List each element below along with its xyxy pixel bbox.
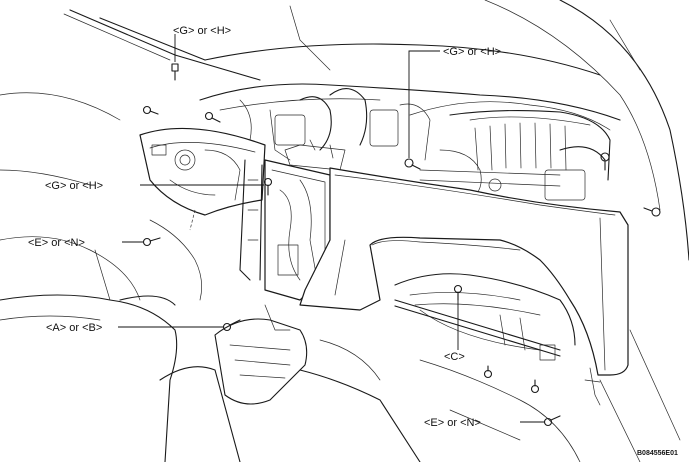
callout-en-bottom: <E> or <N> — [424, 417, 481, 429]
bolt-lower-center-1 — [483, 365, 493, 379]
bolt-upper-left-2 — [204, 111, 221, 123]
callout-gh-top-right: <G> or <H> — [443, 46, 501, 58]
bolt-middle — [263, 177, 273, 196]
callout-c: <C> — [444, 351, 465, 363]
clip-top-left — [171, 63, 179, 81]
callout-gh-top-left: <G> or <H> — [173, 25, 231, 37]
clip-right — [600, 152, 610, 171]
body-outline — [0, 0, 689, 261]
callout-en-left: <E> or <N> — [28, 237, 85, 249]
floor-and-seat — [0, 219, 681, 462]
instrument-panel — [299, 167, 629, 406]
callout-gh-middle: <G> or <H> — [45, 180, 103, 192]
clip-top-right — [404, 158, 421, 170]
driver-panel-section — [139, 127, 266, 281]
bolt-upper-left-1 — [142, 105, 159, 115]
leader-lines — [118, 34, 544, 423]
cowl-components — [199, 83, 621, 201]
bolt-ab — [222, 319, 241, 332]
callout-ab: <A> or <B> — [46, 322, 102, 334]
figure-code: B084556E01 — [637, 450, 678, 457]
fasteners — [142, 63, 661, 427]
bolt-left — [142, 237, 161, 247]
clip-far-right — [643, 207, 661, 217]
bolt-bottom-right — [543, 415, 561, 427]
bolt-lower-center-2 — [530, 379, 540, 394]
